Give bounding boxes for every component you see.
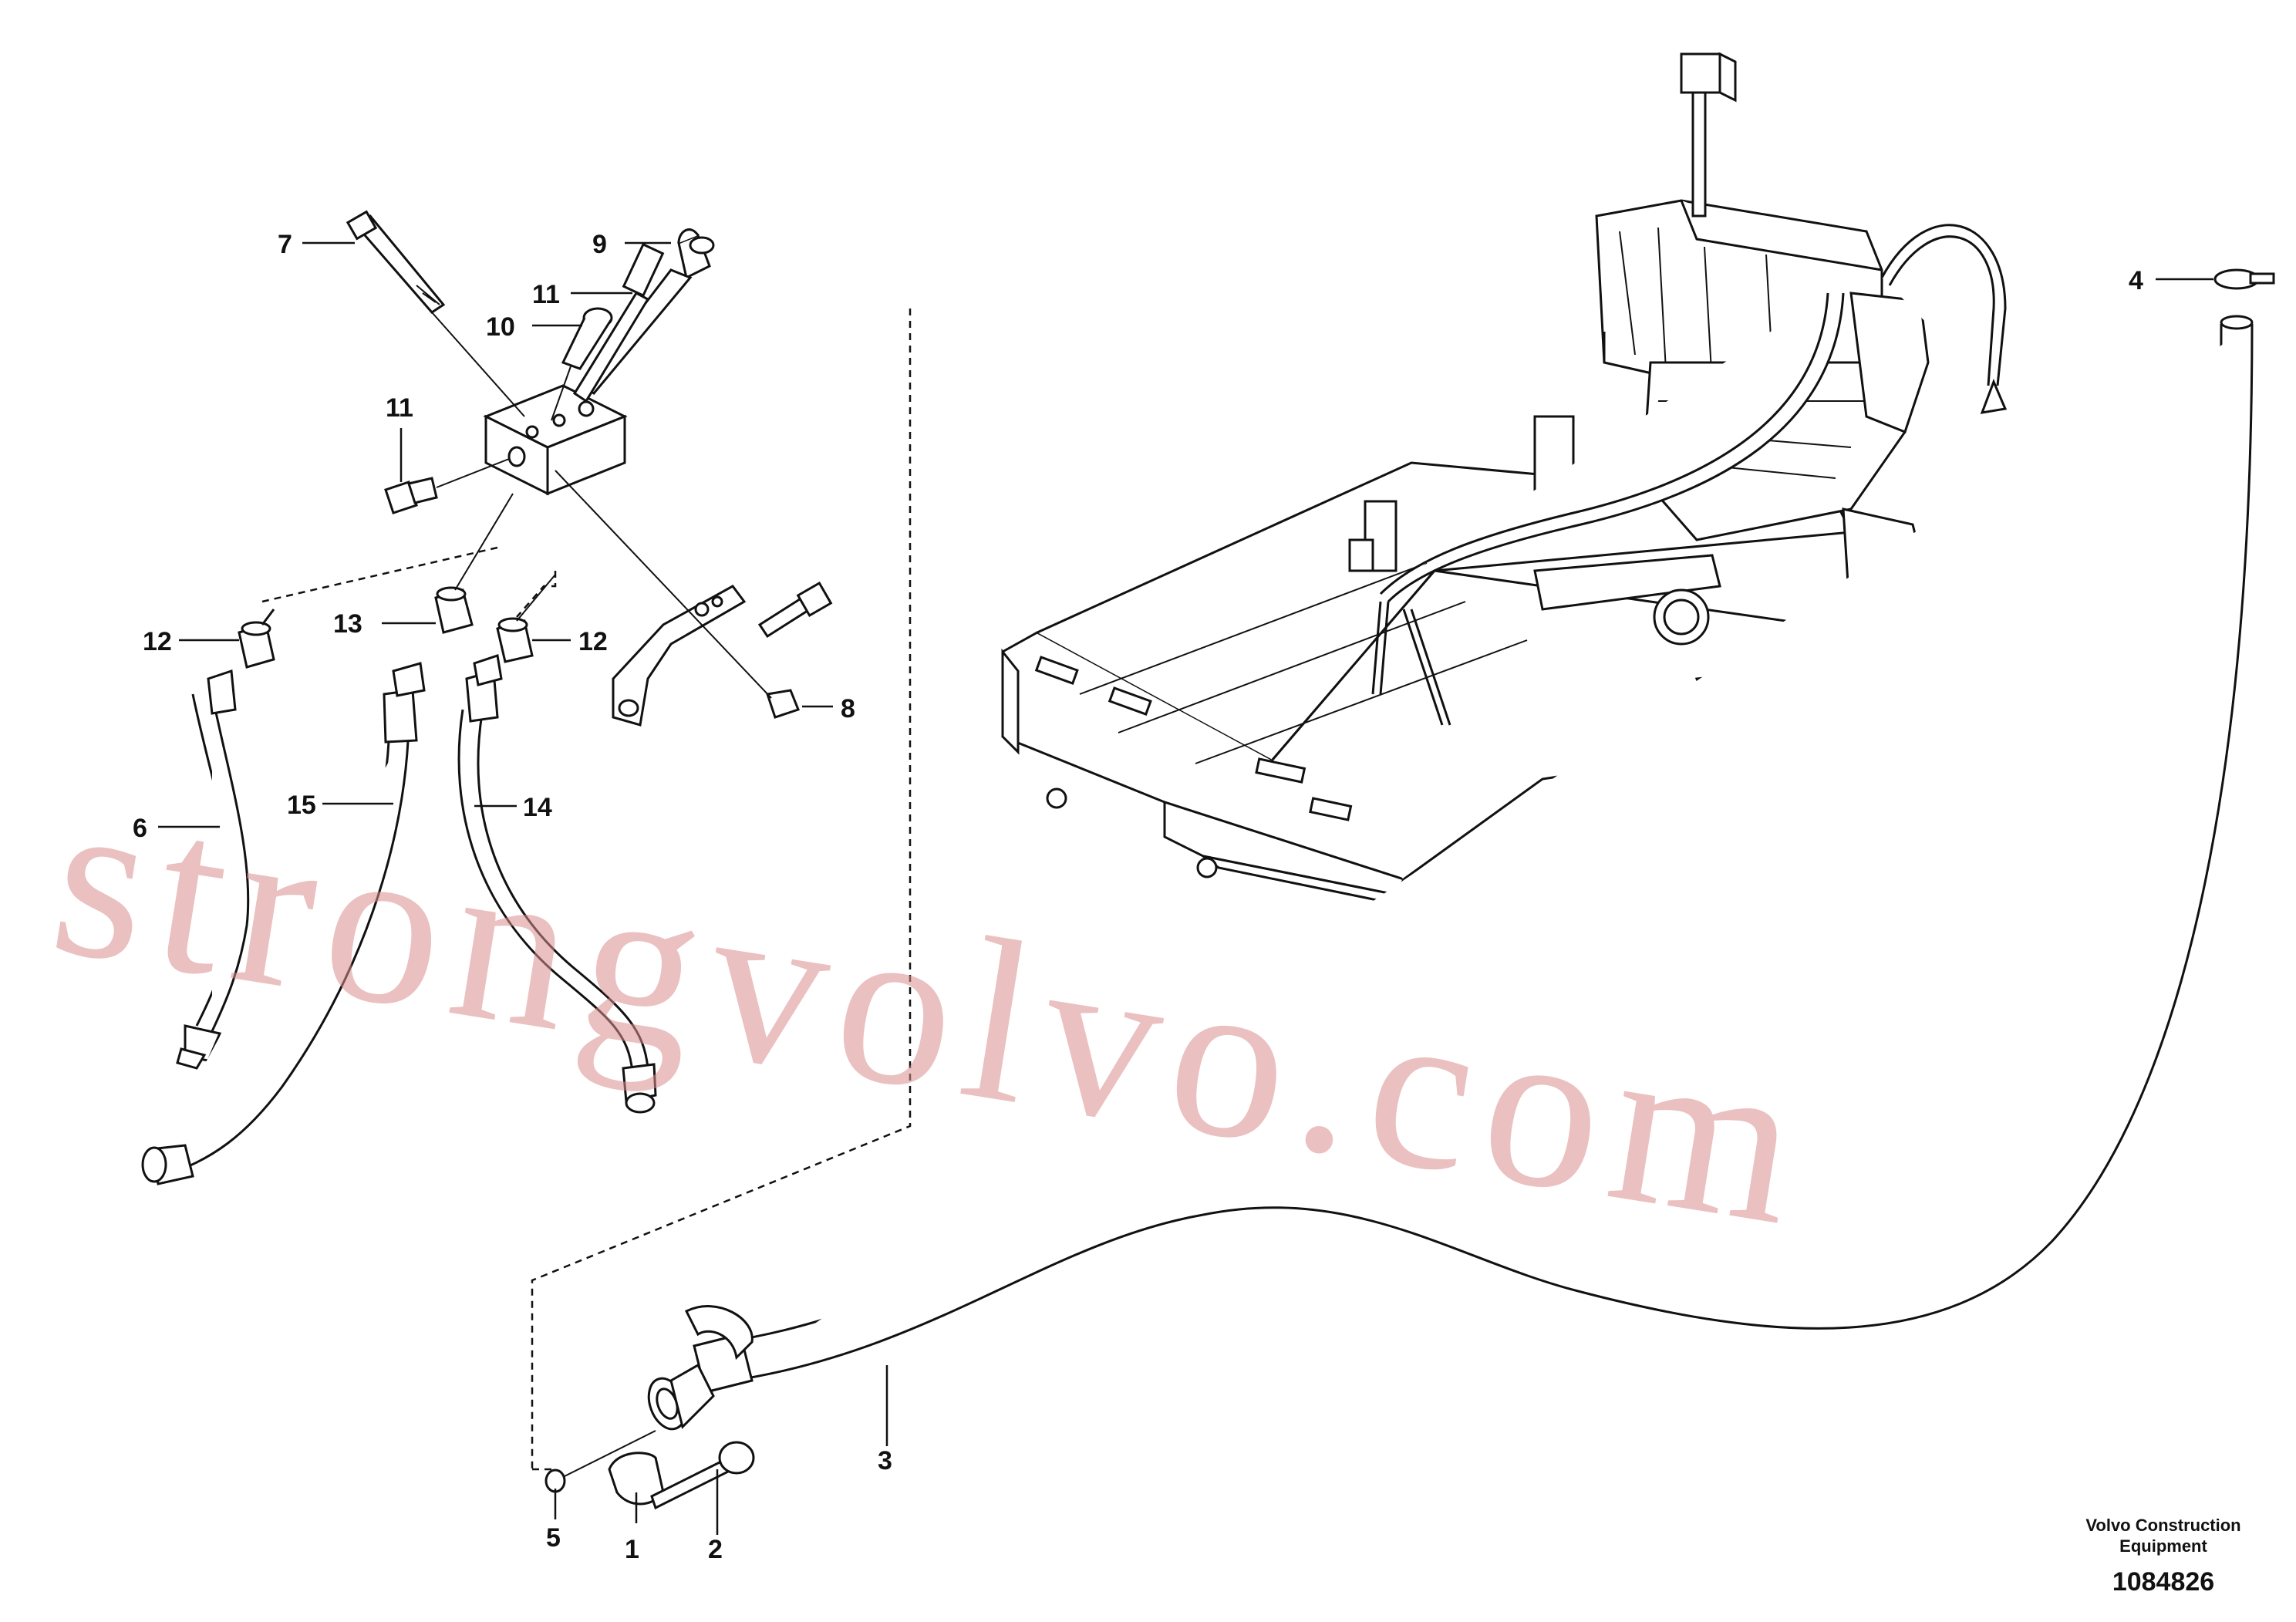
- callout-11-left: 11: [386, 393, 413, 423]
- company-name-line2: Equipment: [2119, 1536, 2207, 1556]
- callout-5: 5: [546, 1523, 561, 1553]
- company-name-line1: Volvo Construction: [2085, 1516, 2240, 1535]
- hose-15: [141, 662, 426, 1185]
- plug-10: [551, 307, 613, 421]
- hose-3: [647, 315, 2254, 1431]
- flange-clamp-bottom: [608, 1452, 665, 1506]
- callout-13: 13: [333, 609, 362, 639]
- bolt-2: [650, 1441, 755, 1510]
- callout-6: 6: [133, 814, 147, 843]
- callout-9: 9: [592, 230, 607, 259]
- hose-6: [176, 669, 250, 1070]
- fitting-12-left: [238, 609, 275, 669]
- bolt-7: [346, 210, 525, 417]
- flange-clamp-top: [684, 1305, 754, 1361]
- machine-frame-assembly: [1001, 52, 2008, 904]
- callout-10: 10: [486, 312, 515, 342]
- callout-8: 8: [841, 694, 855, 723]
- callout-3: 3: [878, 1446, 892, 1475]
- fitting-13: [434, 493, 514, 634]
- callout-14: 14: [523, 793, 552, 822]
- bracket: [612, 585, 747, 727]
- footer: Volvo Construction Equipment 1084826: [2085, 1516, 2240, 1597]
- callout-12-right: 12: [578, 627, 608, 656]
- o-ring-5: [544, 1469, 566, 1493]
- callout-labels: 1 2 3 4 5 6 7 8 9 10 11 11 12 12 13 14 1…: [133, 230, 2143, 1564]
- distribution-block: [483, 384, 628, 496]
- hose-14: [457, 654, 657, 1114]
- callout-12-left: 12: [143, 627, 172, 656]
- adapter-fitting-11-top: [572, 242, 665, 403]
- callout-1: 1: [625, 1535, 639, 1564]
- hose-clamp-4: [2213, 268, 2275, 290]
- callout-2: 2: [708, 1535, 723, 1564]
- detail-group: [141, 210, 912, 1471]
- nut-8: [766, 689, 800, 719]
- adapter-fitting-11-left: [384, 458, 510, 514]
- callout-7: 7: [278, 230, 292, 259]
- callout-4: 4: [2129, 266, 2143, 295]
- callout-15: 15: [287, 791, 316, 820]
- leader-lines: [158, 241, 2213, 1535]
- drawing-number: 1084826: [2112, 1567, 2214, 1597]
- fitting-12-right: [496, 574, 556, 663]
- bolt-8: [757, 581, 833, 639]
- callout-11-top: 11: [532, 280, 560, 309]
